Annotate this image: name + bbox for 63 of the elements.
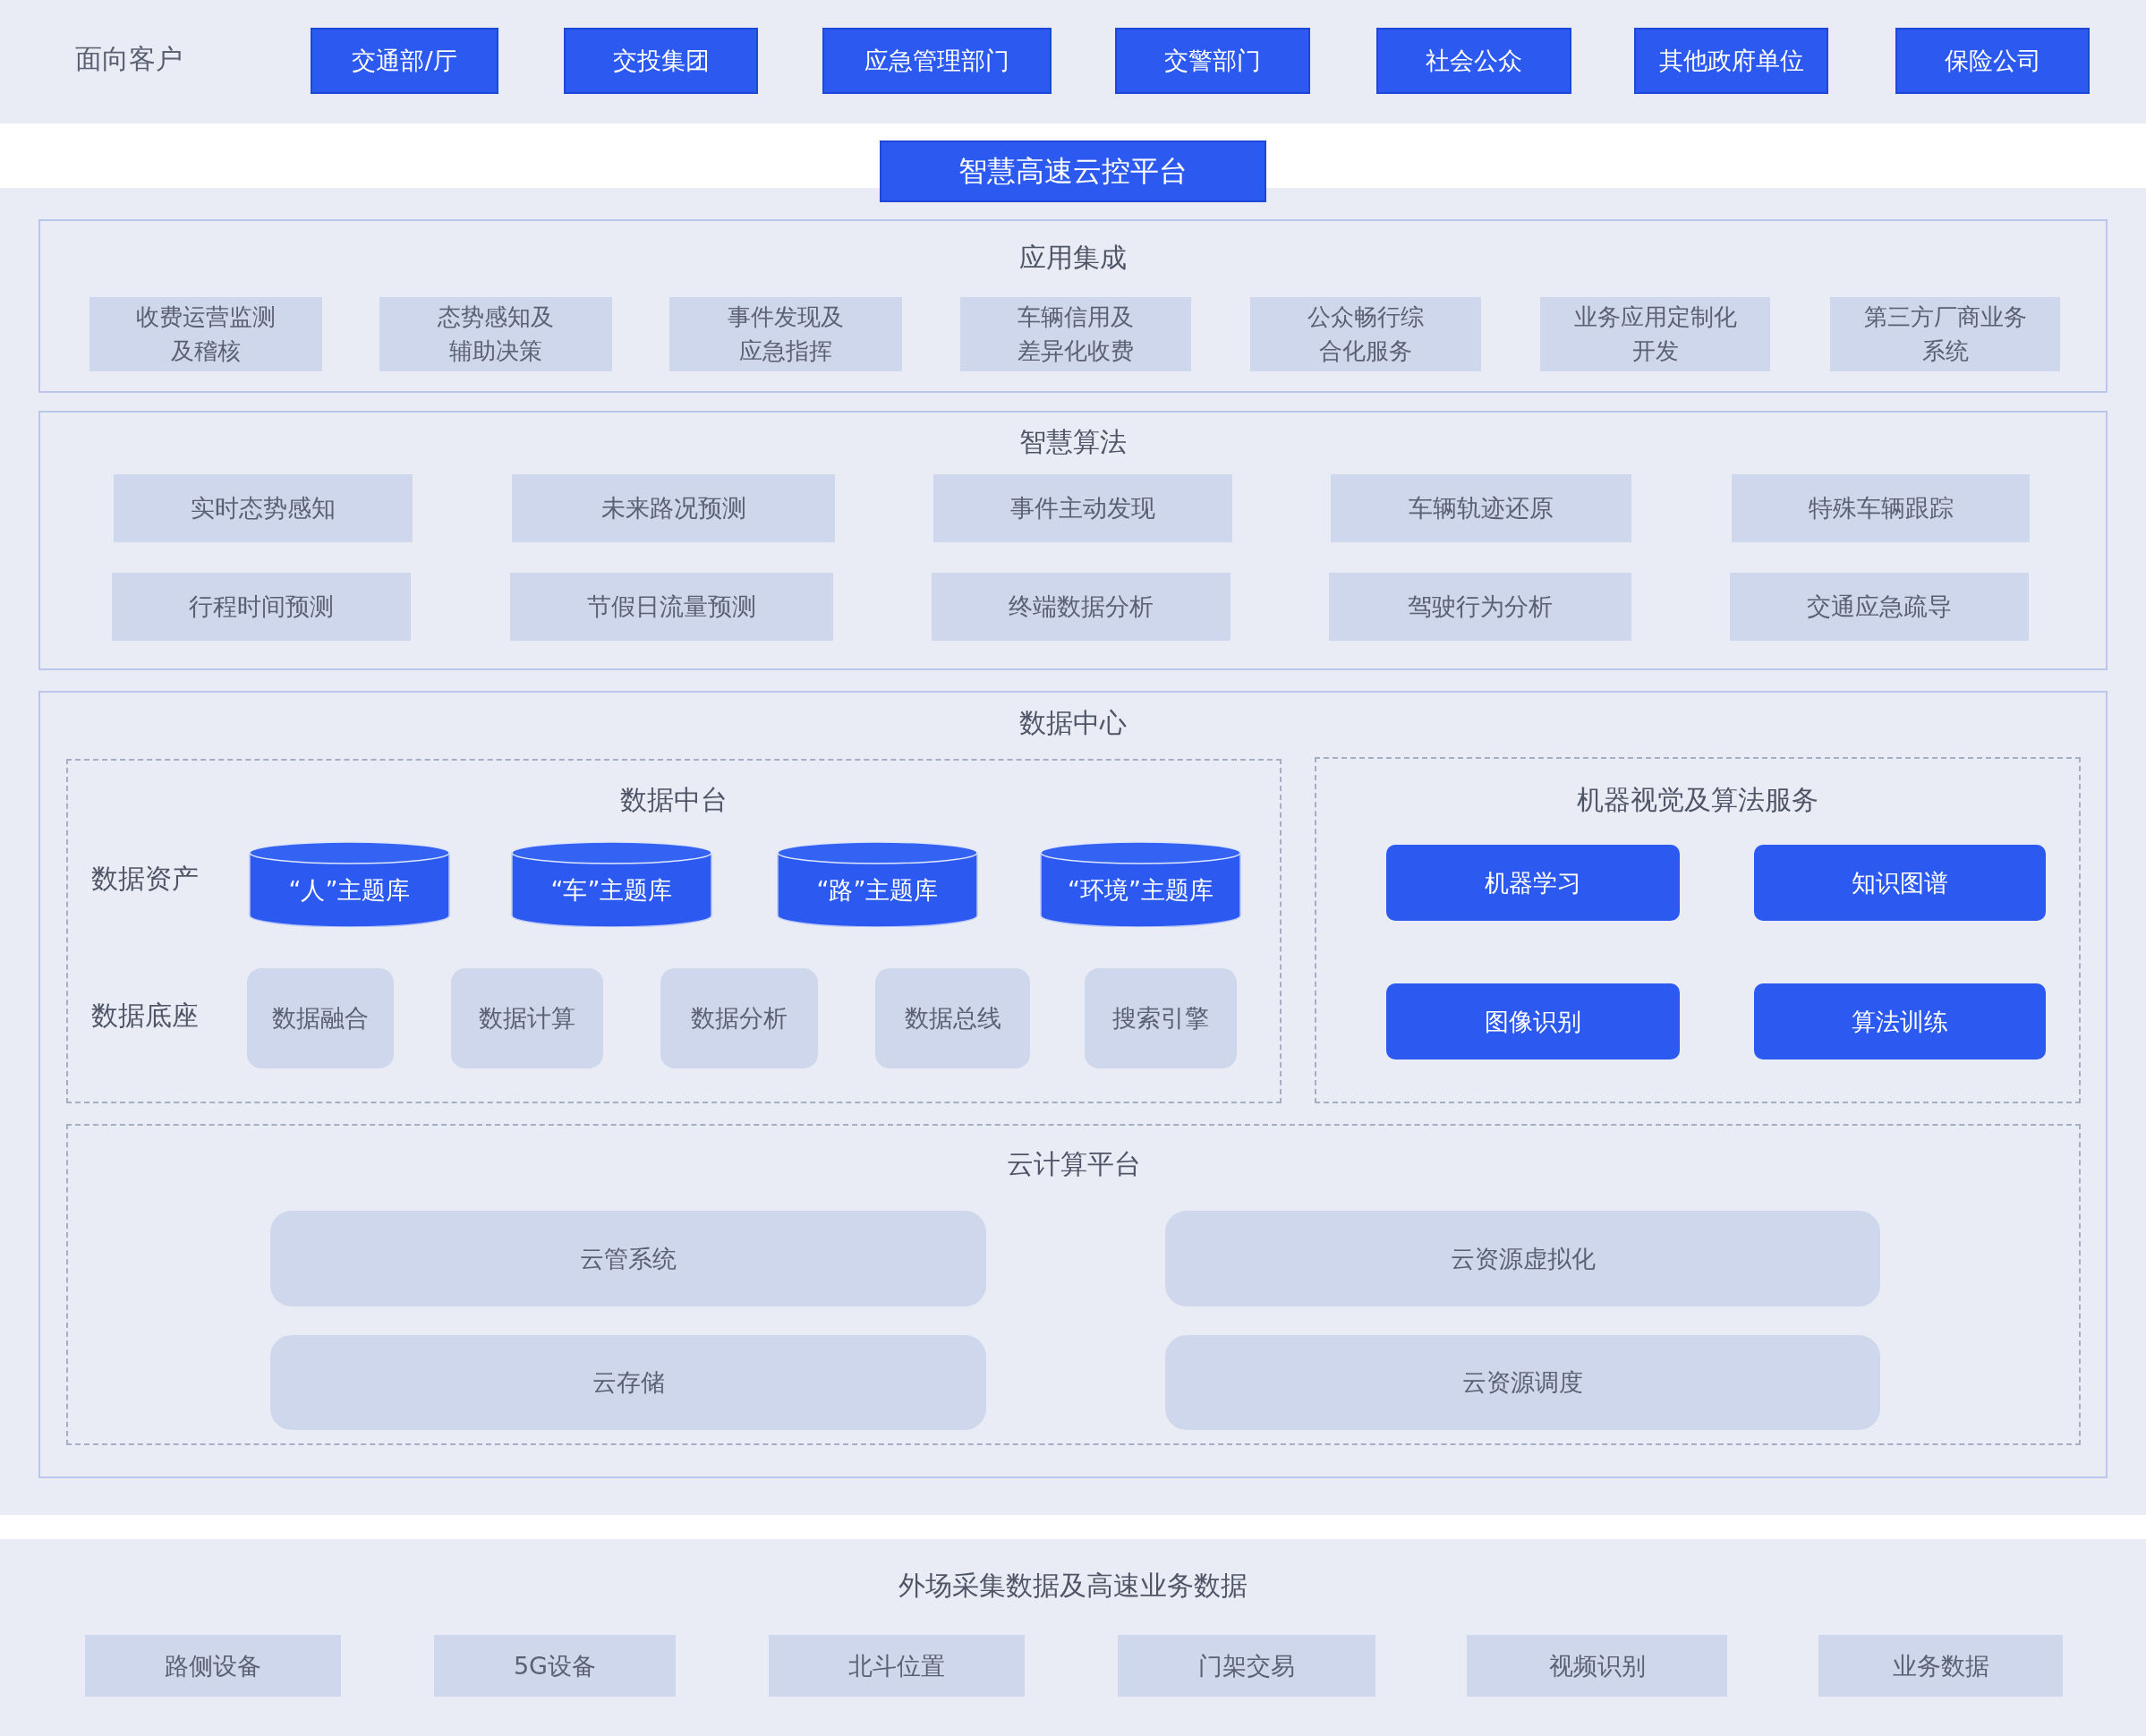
- algorithm-tile: 行程时间预测: [112, 573, 411, 641]
- dashed-group-panel: [66, 759, 1282, 1103]
- algorithm-tile: 驾驶行为分析: [1329, 573, 1631, 641]
- algorithm-tile: 车辆轨迹还原: [1331, 474, 1631, 542]
- layer-panel: [38, 691, 2108, 1478]
- application-tile: 第三方厂商业务系统: [1830, 297, 2060, 371]
- data-source-band: [0, 1539, 2146, 1736]
- algorithm-tile: 特殊车辆跟踪: [1732, 474, 2030, 542]
- panel-title: 数据中心: [1019, 707, 1127, 739]
- row-label: 数据底座: [91, 1000, 199, 1032]
- application-tile: 车辆信用及差异化收费: [960, 297, 1191, 371]
- cloud-service-tile: 云资源虚拟化: [1165, 1211, 1880, 1306]
- customer-tile: 交投集团: [564, 28, 758, 94]
- service-tile: 图像识别: [1386, 983, 1680, 1059]
- band-title: 外场采集数据及高速业务数据: [898, 1570, 1248, 1602]
- layer-panel: [38, 411, 2108, 670]
- data-foundation-tile: 数据融合: [247, 968, 394, 1068]
- customer-tile: 交警部门: [1115, 28, 1310, 94]
- customer-band: [0, 0, 2146, 123]
- application-tile: 收费运营监测及稽核: [89, 297, 322, 371]
- algorithm-tile: 实时态势感知: [114, 474, 413, 542]
- application-tile: 公众畅行综合化服务: [1250, 297, 1481, 371]
- data-foundation-tile: 数据总线: [875, 968, 1030, 1068]
- dashed-group-panel: [66, 1124, 2081, 1445]
- application-tile: 态势感知及辅助决策: [379, 297, 612, 371]
- algorithm-tile: 交通应急疏导: [1730, 573, 2029, 641]
- cloud-service-tile: 云管系统: [270, 1211, 986, 1306]
- customer-tile: 交通部/厅: [311, 28, 498, 94]
- data-foundation-tile: 数据计算: [451, 968, 603, 1068]
- data-foundation-tile: 搜索引擎: [1085, 968, 1237, 1068]
- data-source-tile: 路侧设备: [85, 1635, 341, 1697]
- panel-title: 智慧算法: [1019, 426, 1127, 458]
- data-source-tile: 北斗位置: [769, 1635, 1025, 1697]
- application-tile: 事件发现及应急指挥: [669, 297, 902, 371]
- service-tile: 知识图谱: [1754, 845, 2046, 921]
- panel-title: 数据中台: [620, 784, 728, 816]
- algorithm-tile: 事件主动发现: [933, 474, 1232, 542]
- data-foundation-tile: 数据分析: [660, 968, 818, 1068]
- data-source-tile: 门架交易: [1118, 1635, 1375, 1697]
- customer-tile: 应急管理部门: [822, 28, 1052, 94]
- application-tile: 业务应用定制化开发: [1540, 297, 1770, 371]
- customer-tile: 社会公众: [1376, 28, 1571, 94]
- data-source-tile: 5G设备: [434, 1635, 676, 1697]
- panel-title: 应用集成: [1019, 242, 1127, 274]
- platform-title-tab: 智慧高速云控平台: [880, 140, 1266, 202]
- band-label: 面向客户: [75, 43, 183, 75]
- algorithm-tile: 终端数据分析: [932, 573, 1231, 641]
- cloud-service-tile: 云存储: [270, 1335, 986, 1430]
- data-source-tile: 业务数据: [1818, 1635, 2063, 1697]
- customer-tile: 其他政府单位: [1634, 28, 1828, 94]
- data-source-tile: 视频识别: [1467, 1635, 1727, 1697]
- layer-panel: [38, 219, 2108, 393]
- panel-title: 机器视觉及算法服务: [1577, 784, 1818, 816]
- cloud-service-tile: 云资源调度: [1165, 1335, 1880, 1430]
- algorithm-tile: 未来路况预测: [512, 474, 835, 542]
- panel-title: 云计算平台: [1006, 1148, 1141, 1180]
- algorithm-tile: 节假日流量预测: [510, 573, 833, 641]
- service-tile: 算法训练: [1754, 983, 2046, 1059]
- row-label: 数据资产: [91, 863, 199, 895]
- platform-band: [0, 140, 2146, 1515]
- customer-tile: 保险公司: [1895, 28, 2090, 94]
- service-tile: 机器学习: [1386, 845, 1680, 921]
- dashed-group-panel: [1315, 757, 2081, 1103]
